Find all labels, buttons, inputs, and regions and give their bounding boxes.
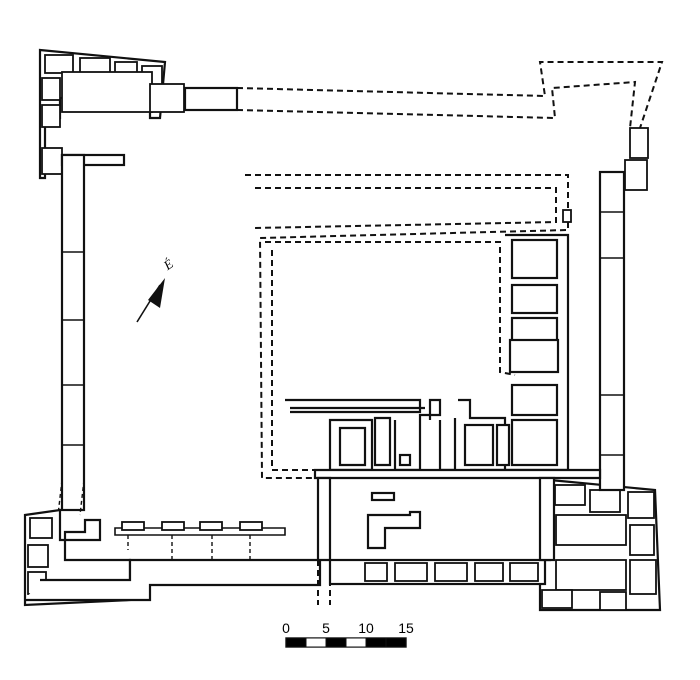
scale-segment-5 [385,637,407,648]
scale-segment-0 [285,637,307,648]
scale-segment-1 [305,637,327,648]
north-wall [183,61,664,129]
south-rooms [285,398,511,472]
north-arrow-label: É [160,256,176,273]
northeast-corner [624,127,649,191]
south-enclosure [313,468,602,605]
inner-building [245,174,602,605]
south-wall-east [328,558,547,586]
scale-bar: 0 5 10 15 [282,620,414,648]
outer-walls [23,48,664,612]
scale-tick-10: 10 [358,620,374,636]
scale-bar-segments [285,637,407,648]
scale-segment-4 [365,637,387,648]
east-wall [598,170,626,492]
north-arrow: É [136,256,176,323]
north-arrow-icon [148,278,165,308]
east-rooms [505,209,572,472]
scale-tick-5: 5 [322,620,330,636]
south-piers [114,521,286,560]
scale-segment-2 [325,637,347,648]
scale-tick-0: 0 [282,620,290,636]
southwest-tower [23,508,322,607]
scale-segment-3 [345,637,367,648]
west-wall [57,153,126,516]
northwest-tower [38,48,185,180]
southeast-tower [538,478,662,612]
scale-tick-15: 15 [398,620,414,636]
